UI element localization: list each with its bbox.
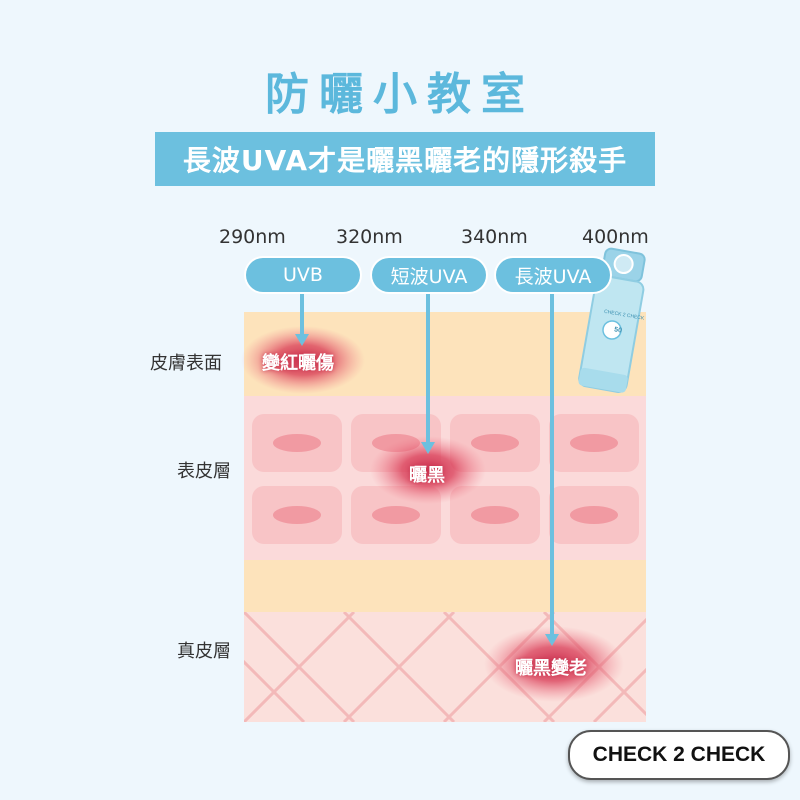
- long-uva-effect-label: 曬黑變老: [515, 658, 587, 679]
- long-uva-damage-glow: [484, 626, 624, 702]
- short-uva-effect-label: 曬黑: [409, 465, 445, 486]
- long-uva-pill: 長波UVA: [496, 258, 610, 292]
- wavelength-label: 400nm: [582, 226, 649, 248]
- wavelength-label: 320nm: [336, 226, 403, 248]
- uvb-damage-glow: [241, 326, 365, 394]
- short-uva-damage-glow: [370, 436, 486, 504]
- dermis-fibers: [244, 612, 646, 722]
- brand-button[interactable]: CHECK 2 CHECK: [568, 730, 790, 780]
- uvb-pill: UVB: [246, 258, 360, 292]
- basal-band: [244, 560, 646, 612]
- dermis-layer-label: 真皮層: [177, 641, 231, 662]
- short-uva-pill: 短波UVA: [372, 258, 486, 292]
- wavelength-label: 290nm: [219, 226, 286, 248]
- surface-layer-label: 皮膚表面: [150, 353, 222, 374]
- wavelength-label: 340nm: [461, 226, 528, 248]
- uvb-effect-label: 變紅曬傷: [262, 353, 334, 374]
- subtitle-banner: 長波UVA才是曬黑曬老的隱形殺手: [155, 132, 655, 186]
- epidermis-layer-label: 表皮層: [177, 461, 231, 482]
- uvb-arrow: [295, 292, 309, 346]
- sunscreen-bottle: [578, 247, 646, 393]
- long-uva-arrow: [545, 292, 559, 646]
- page-title: 防曬小教室: [265, 69, 535, 120]
- short-uva-arrow: [421, 292, 435, 454]
